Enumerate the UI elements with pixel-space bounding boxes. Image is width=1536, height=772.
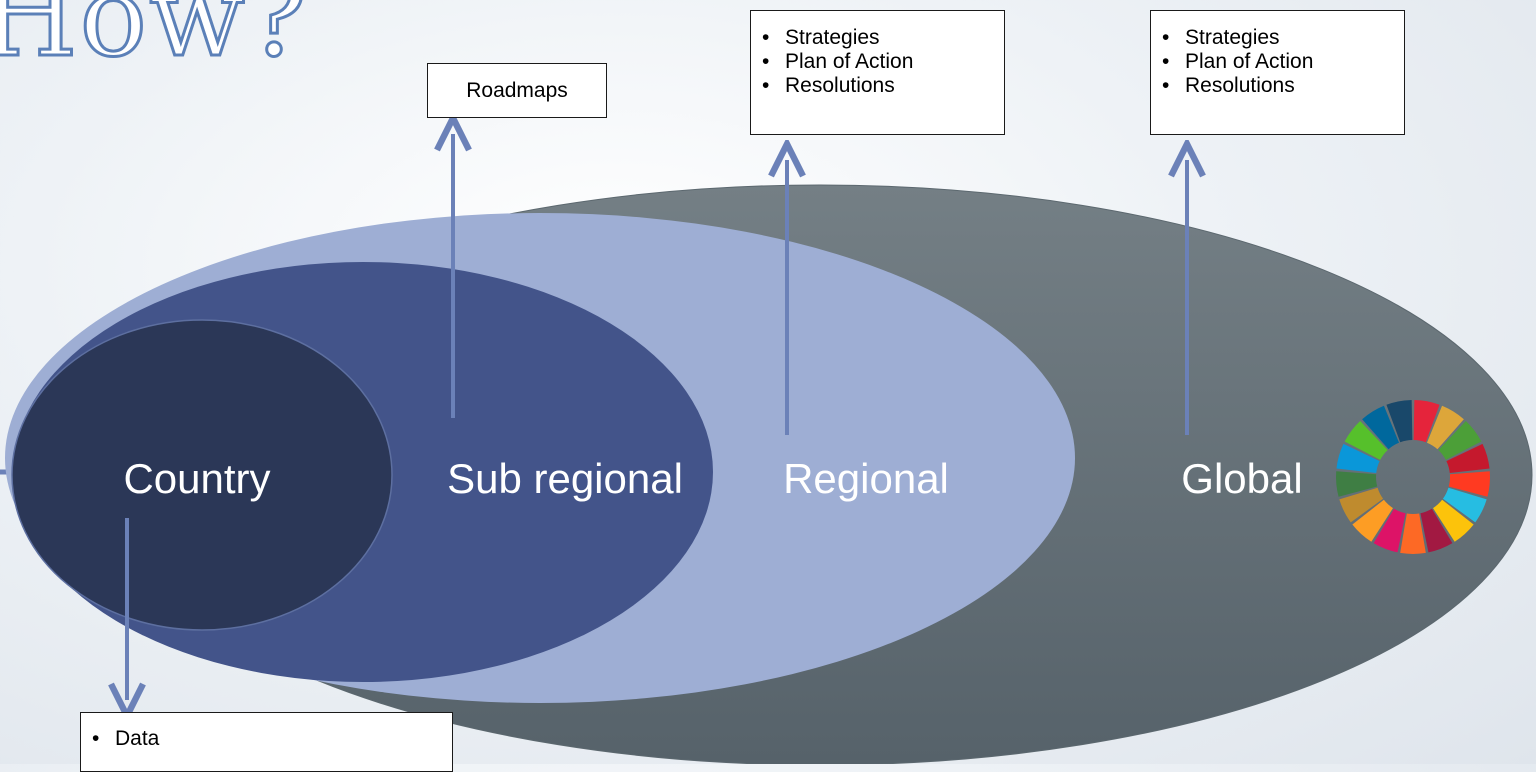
roadmaps-label: Roadmaps xyxy=(466,78,568,102)
regional-label: Regional xyxy=(783,455,949,502)
sdg-wheel-segment xyxy=(1442,487,1487,523)
regional-outputs-box: Strategies Plan of Action Resolutions xyxy=(750,10,1005,135)
sdg-wheel-segment xyxy=(1373,508,1406,553)
sdg-wheel-logo xyxy=(1336,400,1490,554)
sdg-wheel-segment xyxy=(1433,499,1474,542)
global-label: Global xyxy=(1181,455,1302,502)
regional-output-item: Plan of Action xyxy=(751,50,1004,74)
sdg-wheel-segment xyxy=(1413,400,1440,443)
sdg-wheel-segment xyxy=(1420,508,1453,553)
sdg-wheel-segment xyxy=(1386,400,1413,443)
sdg-wheel-segment xyxy=(1339,487,1384,523)
regional-output-item: Strategies xyxy=(751,26,1004,50)
country-outputs-box: Data xyxy=(80,712,453,772)
sdg-wheel-segment xyxy=(1446,443,1490,473)
country-ellipse xyxy=(11,319,393,631)
global-output-item: Strategies xyxy=(1151,26,1404,50)
subregional-label: Sub regional xyxy=(447,455,683,502)
global-output-item: Resolutions xyxy=(1151,74,1404,98)
sdg-wheel-segment xyxy=(1336,443,1380,473)
sdg-wheel-segment xyxy=(1426,405,1464,450)
global-outputs-box: Strategies Plan of Action Resolutions xyxy=(1150,10,1405,135)
roadmaps-box: Roadmaps xyxy=(427,63,607,118)
sdg-wheel-segment xyxy=(1448,471,1490,497)
sdg-wheel-segment xyxy=(1352,499,1393,542)
sdg-wheel-segment xyxy=(1362,405,1400,450)
sdg-wheel-segment xyxy=(1336,471,1378,497)
country-output-item: Data xyxy=(81,727,452,751)
sdg-wheel-segment xyxy=(1344,421,1388,460)
sdg-wheel-segment xyxy=(1400,513,1426,554)
regional-output-item: Resolutions xyxy=(751,74,1004,98)
country-label: Country xyxy=(123,455,270,502)
slide-title: How? xyxy=(0,0,310,84)
global-output-item: Plan of Action xyxy=(1151,50,1404,74)
sdg-wheel-segment xyxy=(1438,421,1482,460)
